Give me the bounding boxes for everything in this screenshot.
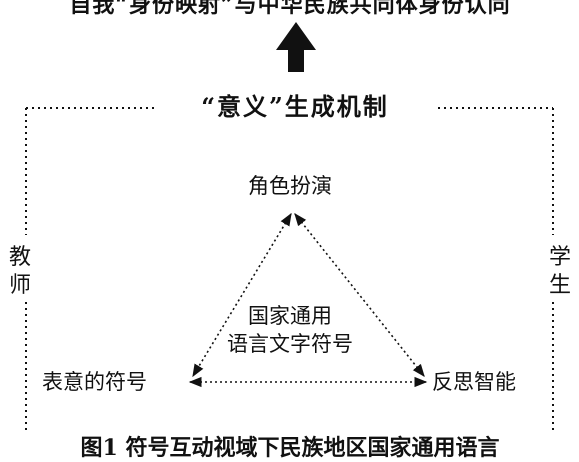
center-label-line2: 语言文字符号 [227, 332, 353, 356]
dotted-frame [25, 107, 554, 432]
center-label-line1: 国家通用 [248, 304, 332, 328]
node-role-playing: 角色扮演 [248, 174, 332, 198]
mechanism-title: “意义”生成机制 [201, 92, 389, 121]
up-arrow [276, 22, 316, 72]
node-reflective-intelligence: 反思智能 [432, 370, 516, 394]
side-label-teacher: 教师 [8, 245, 31, 298]
figure-caption: 图1 符号互动视域下民族地区国家通用语言 [80, 435, 500, 461]
top-statement: 自我“身份映射”与中华民族共同体身份认同 [69, 0, 511, 18]
triangle-arrows [188, 212, 428, 388]
node-meaningful-symbol: 表意的符号 [42, 370, 147, 394]
arrow-top-left [192, 212, 292, 378]
diagram-canvas [25, 22, 554, 432]
side-label-student: 学生 [548, 245, 571, 298]
